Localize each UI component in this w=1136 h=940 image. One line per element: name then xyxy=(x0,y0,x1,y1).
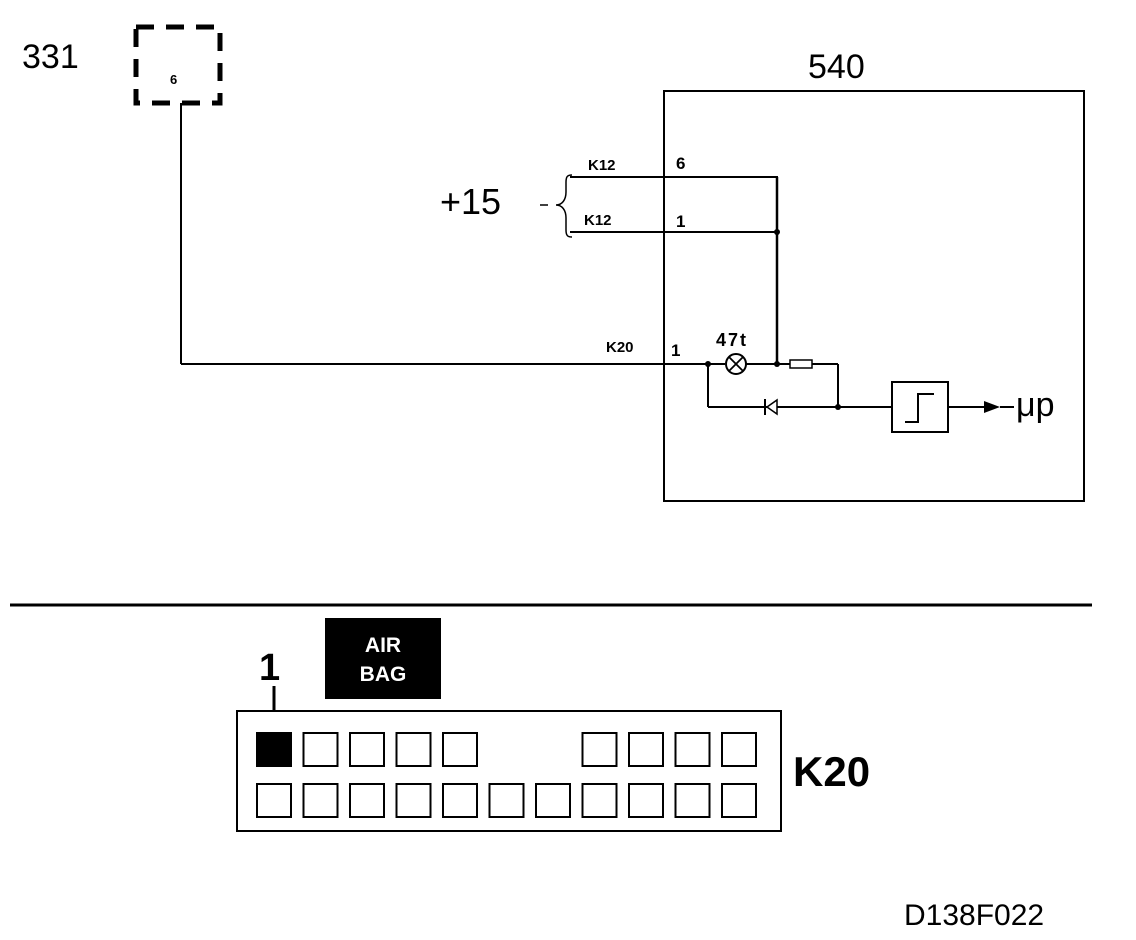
connector-pin-cell xyxy=(442,732,478,767)
supply-brace xyxy=(540,174,573,238)
connector-pin-cell xyxy=(581,783,618,818)
airbag-badge xyxy=(325,618,441,699)
wire-k12-a-pin: 6 xyxy=(676,154,685,173)
connector-pin-cell xyxy=(721,783,757,818)
connector-pin-cell xyxy=(628,783,664,818)
connector-pin-cell xyxy=(721,732,757,767)
airbag-badge-line2: BAG xyxy=(360,663,407,686)
pulse-icon xyxy=(905,393,934,423)
diode-icon xyxy=(765,398,778,416)
connector-name: K20 xyxy=(793,748,870,795)
wire-k20-pin: 1 xyxy=(671,341,680,360)
connector-pin-cell xyxy=(349,783,385,818)
arrow-icon xyxy=(984,401,1000,413)
component-331-pin: 6 xyxy=(170,72,177,87)
connector-pin-cell xyxy=(395,783,432,818)
component-540-label: 540 xyxy=(808,48,865,86)
wire-k12-a-label: K12 xyxy=(588,157,616,174)
connector-pin-label: 1 xyxy=(259,647,280,689)
connector-pin-cell xyxy=(581,732,618,767)
connector-pin-cell xyxy=(488,783,525,818)
component-331-label: 331 xyxy=(22,38,79,76)
connector-pin-cell xyxy=(442,783,478,818)
lamp-label: 47t xyxy=(716,330,748,350)
wire-k12-b-pin: 1 xyxy=(676,212,685,231)
connector-pin-cell xyxy=(302,783,339,818)
supply-label: +15 xyxy=(440,181,501,222)
airbag-badge-line1: AIR xyxy=(365,634,401,657)
connector-pin-cell xyxy=(302,732,339,767)
drawing-id: D138F022 xyxy=(904,899,1044,932)
connector-pin-1-cell xyxy=(256,732,292,767)
connector-pin-cell xyxy=(256,783,292,818)
connector-pin-cell xyxy=(535,783,571,818)
connector-pin-grid xyxy=(256,732,757,818)
output-label: μp xyxy=(1016,386,1055,424)
junction-dot xyxy=(774,361,780,367)
wire-k12-b-label: K12 xyxy=(584,212,612,229)
wire-k20-label: K20 xyxy=(606,339,634,356)
component-540-box xyxy=(663,90,1085,502)
resistor-icon xyxy=(789,359,813,369)
junction-dot xyxy=(774,229,780,235)
connector-pin-cell xyxy=(349,732,385,767)
lamp-cross xyxy=(728,356,744,372)
schmitt-trigger-box xyxy=(891,381,949,433)
component-331-box xyxy=(133,24,223,106)
connector-pin-cell xyxy=(628,732,664,767)
connector-pin-cell xyxy=(674,732,711,767)
connector-pin-cell xyxy=(674,783,711,818)
connector-pin-cell xyxy=(395,732,432,767)
